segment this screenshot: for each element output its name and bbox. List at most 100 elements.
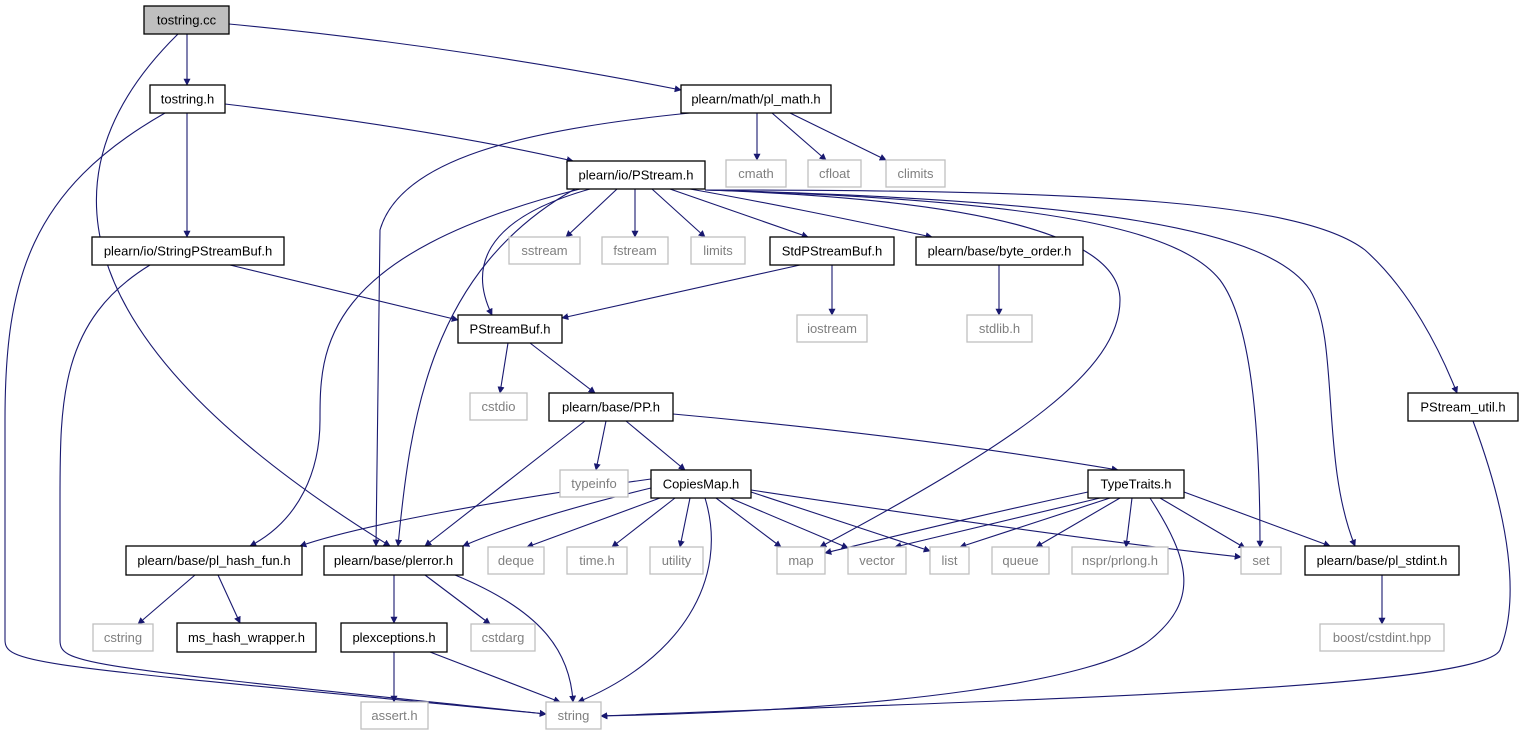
node-sstream: sstream xyxy=(508,236,581,265)
node-pl-hash-fun-h[interactable]: plearn/base/pl_hash_fun.h xyxy=(125,545,303,576)
edge-tostring-cc-to-plerror-h xyxy=(95,33,391,547)
edge-stdpstreambuf-h-to-pstreambuf-h xyxy=(561,264,801,321)
edge-tostring-h-to-string xyxy=(4,112,547,717)
node-label: ms_hash_wrapper.h xyxy=(188,630,305,645)
edge-pp-h-to-typeinfo xyxy=(593,420,607,471)
node-box xyxy=(796,314,868,343)
edge-pstream-h-to-set xyxy=(704,189,1264,548)
node-time-h: time.h xyxy=(566,546,628,575)
edge-copiesmap-h-to-set xyxy=(750,489,1242,560)
node-label: plearn/base/pl_stdint.h xyxy=(1317,553,1448,568)
node-box xyxy=(340,622,448,653)
node-box xyxy=(1407,392,1519,422)
node-pp-h[interactable]: plearn/base/PP.h xyxy=(548,392,674,422)
node-label: cmath xyxy=(738,166,773,181)
node-stdlib-h: stdlib.h xyxy=(966,314,1033,343)
node-pl-stdint-h[interactable]: plearn/base/pl_stdint.h xyxy=(1304,545,1460,576)
edge-pl-math-h-to-plerror-h xyxy=(372,112,691,547)
node-stdpstreambuf-h[interactable]: StdPStreamBuf.h xyxy=(769,236,895,266)
node-box xyxy=(807,159,862,188)
edge-plexceptions-h-to-string xyxy=(429,651,561,704)
node-box xyxy=(508,236,581,265)
node-pstream-h[interactable]: plearn/io/PStream.h xyxy=(566,160,706,190)
edge-plerror-h-to-string xyxy=(454,574,577,703)
node-box xyxy=(915,236,1084,266)
node-label: CopiesMap.h xyxy=(663,477,740,492)
node-label: cstring xyxy=(104,630,142,645)
node-label: list xyxy=(942,553,958,568)
node-typeinfo: typeinfo xyxy=(559,469,629,498)
node-box xyxy=(991,546,1050,575)
node-plerror-h[interactable]: plearn/base/plerror.h xyxy=(323,545,464,576)
node-set: set xyxy=(1240,546,1282,575)
edge-pstream-util-h-to-string xyxy=(600,420,1511,720)
node-plexceptions-h[interactable]: plexceptions.h xyxy=(340,622,448,653)
node-label: time.h xyxy=(579,553,614,568)
node-box xyxy=(143,5,230,35)
node-tostring-h[interactable]: tostring.h xyxy=(149,84,226,114)
node-label: map xyxy=(788,553,813,568)
node-map: map xyxy=(776,546,826,575)
edge-pstream-h-to-byte-order-h xyxy=(689,188,933,240)
node-box xyxy=(545,701,602,730)
edge-copiesmap-h-to-list xyxy=(750,491,931,553)
node-prlong-h: nspr/prlong.h xyxy=(1071,546,1169,575)
node-label: plearn/io/PStream.h xyxy=(579,168,694,183)
node-label: set xyxy=(1252,553,1270,568)
file-nodes: tostring.cc tostring.h plearn/math/pl_math… xyxy=(91,5,1519,730)
node-label: plearn/base/byte_order.h xyxy=(928,244,1072,259)
edge-copiesmap-h-to-deque xyxy=(526,497,661,549)
edge-typetraits-h-to-set xyxy=(1159,497,1246,549)
node-deque: deque xyxy=(487,546,545,575)
edge-typetraits-h-to-vector xyxy=(894,497,1101,549)
node-label: string xyxy=(558,708,590,723)
node-label: climits xyxy=(897,166,934,181)
node-box xyxy=(457,314,563,344)
edge-copiesmap-h-to-utility xyxy=(677,497,691,548)
node-label: iostream xyxy=(807,321,857,336)
node-typetraits-h[interactable]: TypeTraits.h xyxy=(1087,469,1185,499)
edge-pstreambuf-h-to-cstdio xyxy=(497,342,509,394)
node-label: PStreamBuf.h xyxy=(470,322,551,337)
edge-pstream-h-to-map xyxy=(704,189,1121,548)
node-assert-h: assert.h xyxy=(360,701,429,730)
node-label: cstdarg xyxy=(482,630,525,645)
edge-pstream-h-to-sstream xyxy=(565,188,618,238)
node-box xyxy=(1071,546,1169,575)
edge-tostring-h-to-pstream-h xyxy=(224,103,574,164)
node-pstreambuf-h[interactable]: PStreamBuf.h xyxy=(457,314,563,344)
node-string: string xyxy=(545,701,602,730)
node-box xyxy=(566,546,628,575)
node-label: plearn/base/pl_hash_fun.h xyxy=(137,553,290,568)
edge-pl-math-h-to-climits xyxy=(789,112,887,161)
node-pstream-util-h[interactable]: PStream_util.h xyxy=(1407,392,1519,422)
node-label: plearn/math/pl_math.h xyxy=(691,92,820,107)
edge-pstream-h-to-plerror-h xyxy=(395,188,576,547)
node-stringpstreambuf-h[interactable]: plearn/io/StringPStreamBuf.h xyxy=(91,236,285,266)
node-box xyxy=(323,545,464,576)
node-box xyxy=(92,623,154,652)
edge-typetraits-h-to-list xyxy=(959,497,1111,549)
node-tostring-cc[interactable]: tostring.cc xyxy=(143,5,230,35)
edge-pstream-h-to-pl-hash-fun-h xyxy=(249,188,581,547)
node-limits: limits xyxy=(690,236,746,265)
node-label: queue xyxy=(1002,553,1038,568)
node-box xyxy=(966,314,1033,343)
edge-pstream-h-to-pstream-util-h xyxy=(704,189,1458,394)
node-ms-hash-wrapper-h[interactable]: ms_hash_wrapper.h xyxy=(176,622,317,653)
node-label: cfloat xyxy=(819,166,850,181)
node-pl-math-h[interactable]: plearn/math/pl_math.h xyxy=(680,84,832,114)
node-box xyxy=(559,469,629,498)
edge-pstream-h-to-limits xyxy=(651,188,706,238)
node-copiesmap-h[interactable]: CopiesMap.h xyxy=(650,469,752,499)
edge-stringpstreambuf-h-to-string xyxy=(59,264,547,717)
node-box xyxy=(885,159,946,188)
node-box xyxy=(1087,469,1185,499)
node-label: TypeTraits.h xyxy=(1100,477,1171,492)
node-byte-order-h[interactable]: plearn/base/byte_order.h xyxy=(915,236,1084,266)
node-label: deque xyxy=(498,553,534,568)
node-box xyxy=(650,469,752,499)
edge-pstream-h-to-stdpstreambuf-h xyxy=(669,188,809,239)
edge-pl-hash-fun-h-to-ms-hash-wrapper-h xyxy=(217,574,241,624)
